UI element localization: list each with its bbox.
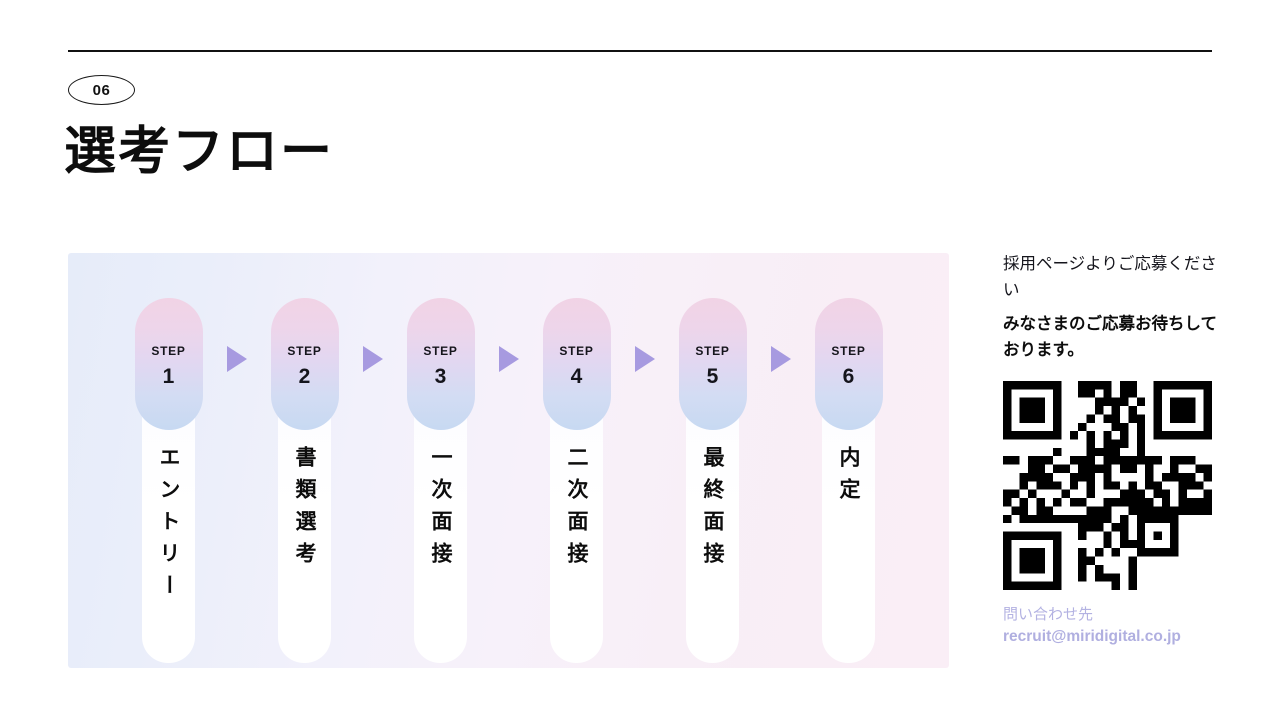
step-kicker: STEP [423,344,458,358]
step-kicker: STEP [287,344,322,358]
step-label: 二次面接 [565,446,588,574]
step-connector [475,298,543,372]
step-connector [203,298,271,372]
step-card: STEP 2 書類選考 [270,298,339,663]
step-kicker: STEP [695,344,730,358]
step-body: 最終面接 [686,378,739,663]
qr-code-icon[interactable] [1003,381,1212,591]
recruit-sidebar: 採用ページよりご応募ください みなさまのご応募お待ちしております。 問い合わせ先… [1003,252,1218,648]
page-title: 選考フロー [64,123,335,181]
step-label: 一次面接 [429,446,452,574]
step-card: STEP 1 エントリー [134,298,203,663]
step-connector [611,298,679,372]
step-card: STEP 5 最終面接 [678,298,747,663]
apply-note-strong: みなさまのご応募お待ちしております。 [1003,315,1218,359]
step-pill-header: STEP 3 [406,298,475,430]
triangle-right-icon [770,346,791,372]
step-card: STEP 3 一次面接 [406,298,475,663]
step-pill-header: STEP 5 [678,298,747,430]
step-pill-header: STEP 2 [270,298,339,430]
step-kicker: STEP [151,344,186,358]
step-body: 一次面接 [414,378,467,663]
step-number: 2 [298,365,311,388]
step-number: 6 [842,365,855,388]
step-label: エントリー [157,446,180,606]
header-divider [68,50,1212,52]
step-card: STEP 6 内定 [814,298,883,663]
step-kicker: STEP [831,344,866,358]
triangle-right-icon [498,346,519,372]
step-connector [339,298,407,372]
contact-label: 問い合わせ先 [1003,606,1094,624]
step-pill-header: STEP 1 [134,298,203,430]
step-kicker: STEP [559,344,594,358]
contact-block: 問い合わせ先 recruit@miridigital.co.jp [1003,604,1218,648]
step-number: 5 [706,365,719,388]
step-label: 内定 [837,446,860,510]
triangle-right-icon [634,346,655,372]
triangle-right-icon [226,346,247,372]
step-label: 書類選考 [293,446,316,574]
step-number: 3 [434,365,447,388]
step-label: 最終面接 [701,446,724,574]
step-pill-header: STEP 6 [814,298,883,430]
step-card: STEP 4 二次面接 [542,298,611,663]
step-pill-header: STEP 4 [542,298,611,430]
step-number: 1 [162,365,175,388]
triangle-right-icon [362,346,383,372]
apply-note: 採用ページよりご応募ください [1003,255,1217,299]
section-number-label: 06 [92,81,111,99]
section-number-badge: 06 [68,75,135,105]
contact-email[interactable]: recruit@miridigital.co.jp [1003,628,1181,645]
step-body: 二次面接 [550,378,603,663]
step-number: 4 [570,365,583,388]
step-connector [747,298,815,372]
